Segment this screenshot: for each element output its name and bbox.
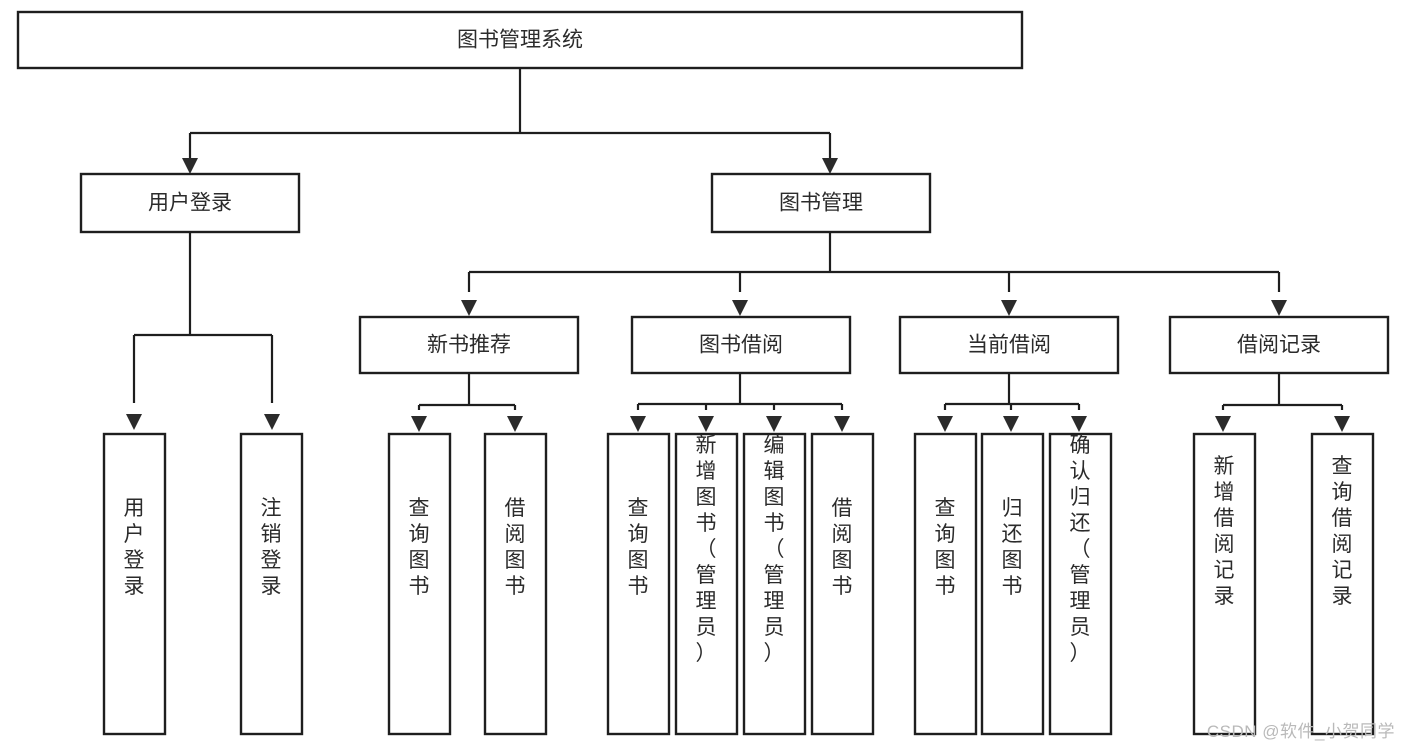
arrow-user-login-to-leaf-user-login	[126, 414, 142, 430]
node-borrow-record[interactable]: 借阅记录	[1168, 315, 1390, 375]
connector-group-new-book-recommend	[417, 373, 517, 410]
node-leaf-confirm-return-label: 确认归还（管理员）	[1070, 434, 1091, 665]
arrow-user-login-to-leaf-user-logout	[264, 414, 280, 430]
node-leaf-borrow-book-1[interactable]: 借阅图书	[483, 432, 548, 736]
node-new-book-recommend[interactable]: 新书推荐	[358, 315, 580, 375]
arrow-current-borrow-to-leaf-return-book	[1003, 416, 1019, 432]
node-leaf-return-book-label: 归还图书	[1002, 497, 1023, 598]
arrow-book-borrow-to-leaf-edit-book	[766, 416, 782, 432]
arrow-current-borrow-to-leaf-confirm-return	[1071, 416, 1087, 432]
arrow-book-borrow-to-leaf-query-book-2	[630, 416, 646, 432]
node-root[interactable]: 图书管理系统	[16, 10, 1024, 70]
connector-group-book-borrow	[636, 373, 844, 410]
node-leaf-query-record-label: 查询借阅记录	[1332, 455, 1353, 608]
node-current-borrow-label: 当前借阅	[967, 334, 1051, 357]
node-leaf-add-book[interactable]: 新增图书（管理员）	[674, 432, 739, 736]
node-leaf-add-record-label: 新增借阅记录	[1214, 455, 1235, 608]
node-leaf-borrow-book-1-label: 借阅图书	[505, 497, 526, 598]
arrow-root-to-user-login	[182, 158, 198, 174]
node-leaf-query-book-2-label: 查询图书	[628, 497, 649, 598]
node-user-login[interactable]: 用户登录	[79, 172, 301, 234]
arrow-book-borrow-to-leaf-add-book	[698, 416, 714, 432]
node-new-book-recommend-label: 新书推荐	[427, 334, 511, 357]
node-user-login-label: 用户登录	[148, 192, 232, 215]
arrow-book-manage-to-new-book-recommend	[461, 300, 477, 316]
node-leaf-query-book-3-label: 查询图书	[935, 497, 956, 598]
connector-group-borrow-record	[1221, 373, 1344, 410]
csdn-watermark: CSDN @软件_小贺同学	[1206, 722, 1395, 741]
arrow-book-manage-to-current-borrow	[1001, 300, 1017, 316]
arrow-new-book-recommend-to-leaf-query-book-1	[411, 416, 427, 432]
arrow-book-borrow-to-leaf-borrow-book-2	[834, 416, 850, 432]
node-leaf-confirm-return[interactable]: 确认归还（管理员）	[1048, 432, 1113, 736]
arrow-new-book-recommend-to-leaf-borrow-book-1	[507, 416, 523, 432]
arrow-book-manage-to-borrow-record	[1271, 300, 1287, 316]
arrow-borrow-record-to-leaf-query-record	[1334, 416, 1350, 432]
node-leaf-query-book-1[interactable]: 查询图书	[387, 432, 452, 736]
arrow-borrow-record-to-leaf-add-record	[1215, 416, 1231, 432]
node-book-borrow-label: 图书借阅	[699, 334, 783, 357]
connector-group-root	[188, 69, 832, 160]
node-leaf-borrow-book-2[interactable]: 借阅图书	[810, 432, 875, 736]
node-leaf-return-book[interactable]: 归还图书	[980, 432, 1045, 736]
connector-group-current-borrow	[943, 373, 1081, 410]
arrow-root-to-book-manage	[822, 158, 838, 174]
node-leaf-user-logout-label: 注销登录	[261, 497, 282, 598]
node-current-borrow[interactable]: 当前借阅	[898, 315, 1120, 375]
node-leaf-query-record[interactable]: 查询借阅记录	[1310, 432, 1375, 736]
node-root-label: 图书管理系统	[457, 29, 583, 52]
arrow-book-manage-to-book-borrow	[732, 300, 748, 316]
node-leaf-add-record[interactable]: 新增借阅记录	[1192, 432, 1257, 736]
arrow-current-borrow-to-leaf-query-book-3	[937, 416, 953, 432]
node-leaf-user-login[interactable]: 用户登录	[102, 432, 167, 736]
node-borrow-record-label: 借阅记录	[1237, 334, 1321, 357]
connector-group-book-manage	[467, 232, 1281, 292]
connector-group-user-login	[132, 232, 274, 403]
node-leaf-user-login-label: 用户登录	[124, 497, 145, 598]
node-book-manage-label: 图书管理	[779, 192, 863, 215]
node-book-borrow[interactable]: 图书借阅	[630, 315, 852, 375]
node-leaf-edit-book-label: 编辑图书（管理员）	[764, 434, 785, 665]
node-leaf-edit-book[interactable]: 编辑图书（管理员）	[742, 432, 807, 736]
node-leaf-query-book-2[interactable]: 查询图书	[606, 432, 671, 736]
node-leaf-query-book-3[interactable]: 查询图书	[913, 432, 978, 736]
node-leaf-query-book-1-label: 查询图书	[409, 497, 430, 598]
node-leaf-add-book-label: 新增图书（管理员）	[696, 434, 717, 665]
node-book-manage[interactable]: 图书管理	[710, 172, 932, 234]
node-leaf-borrow-book-2-label: 借阅图书	[832, 497, 853, 598]
node-leaf-user-logout[interactable]: 注销登录	[239, 432, 304, 736]
